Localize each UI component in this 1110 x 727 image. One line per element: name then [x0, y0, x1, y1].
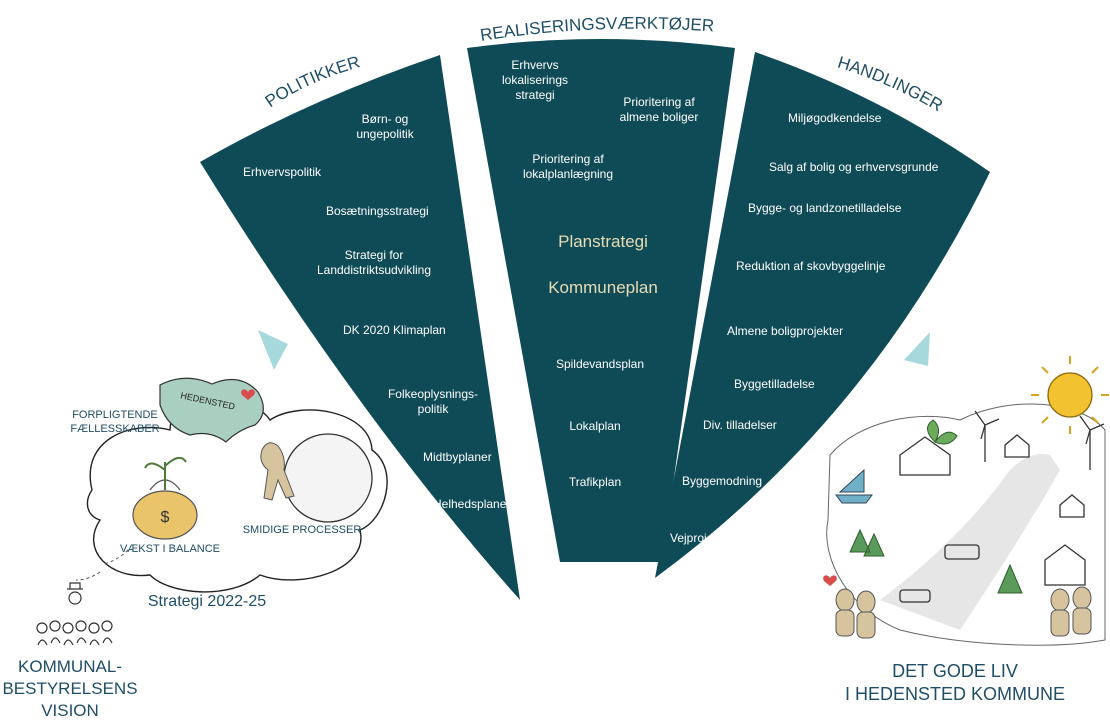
realisering-item: Erhvervs lokaliserings strategi: [501, 58, 569, 102]
det-gode-liv-title: DET GODE LIV I HEDENSTED KOMMUNE: [844, 661, 1066, 704]
handlinger-item: Bygge- og landzonetilladelse: [748, 201, 902, 215]
cloud-label-vaekst: VÆKST I BALANCE: [119, 543, 221, 555]
realisering-panel: [467, 39, 735, 562]
realisering-item: Spildevandsplan: [555, 357, 645, 371]
handlinger-item: Almene boligprojekter: [727, 324, 844, 338]
handlinger-panel: [655, 52, 990, 578]
handlinger-item: Salg af bolig og erhvervsgrunde: [769, 160, 939, 174]
handlinger-item: Miljøgodkendelse: [788, 111, 882, 125]
cloud-label-processer: SMIDIGE PROCESSER: [242, 524, 362, 536]
left-arrow-icon: [258, 330, 288, 370]
politikker-item: Børn- og ungepolitik: [356, 112, 414, 141]
vision-label: KOMMUNAL- BESTYRELSENS VISION: [2, 657, 138, 720]
politikker-item: Midtbyplaner: [423, 450, 492, 464]
handlinger-item: Byggemodning: [682, 474, 763, 488]
realisering-item: Trafikplan: [568, 475, 622, 489]
handlinger-item: Reduktion af skovbyggelinje: [736, 259, 886, 273]
right-illustration: [823, 356, 1109, 646]
handlinger-item: Byggetilladelse: [734, 377, 815, 391]
politikker-item: Folkeoplysnings- politik: [387, 387, 479, 416]
cloud-label-faellesskaber: FORPLIGTENDE FÆLLESSKABER: [70, 409, 160, 435]
politikker-item: Bosætningsstrategi: [326, 204, 429, 218]
realisering-item: Prioritering af lokalplanlægning: [522, 152, 614, 181]
politikker-item: DK 2020 Klimaplan: [343, 323, 446, 337]
handlinger-item: Div. tilladelser: [703, 418, 777, 432]
right-arrow-icon: [904, 332, 930, 366]
left-illustration: $: [36, 377, 388, 646]
realisering-highlight-kommuneplan: Kommuneplan: [548, 278, 658, 297]
politikker-panel: [200, 55, 520, 600]
svg-text:$: $: [161, 509, 170, 526]
politikker-item: Helhedsplaner: [433, 497, 511, 511]
politikker-item: Erhvervspolitik: [243, 165, 322, 179]
strategy-label: Strategi 2022-25: [147, 593, 267, 610]
politikker-item: Strategi for Landdistriktsudvikling: [316, 248, 432, 277]
realisering-highlight-planstrategi: Planstrategi: [558, 232, 648, 251]
realisering-item: Lokalplan: [569, 419, 621, 433]
handlinger-item: Vejprojekt: [670, 531, 723, 545]
realisering-item: Prioritering af almene boliger: [619, 95, 699, 124]
